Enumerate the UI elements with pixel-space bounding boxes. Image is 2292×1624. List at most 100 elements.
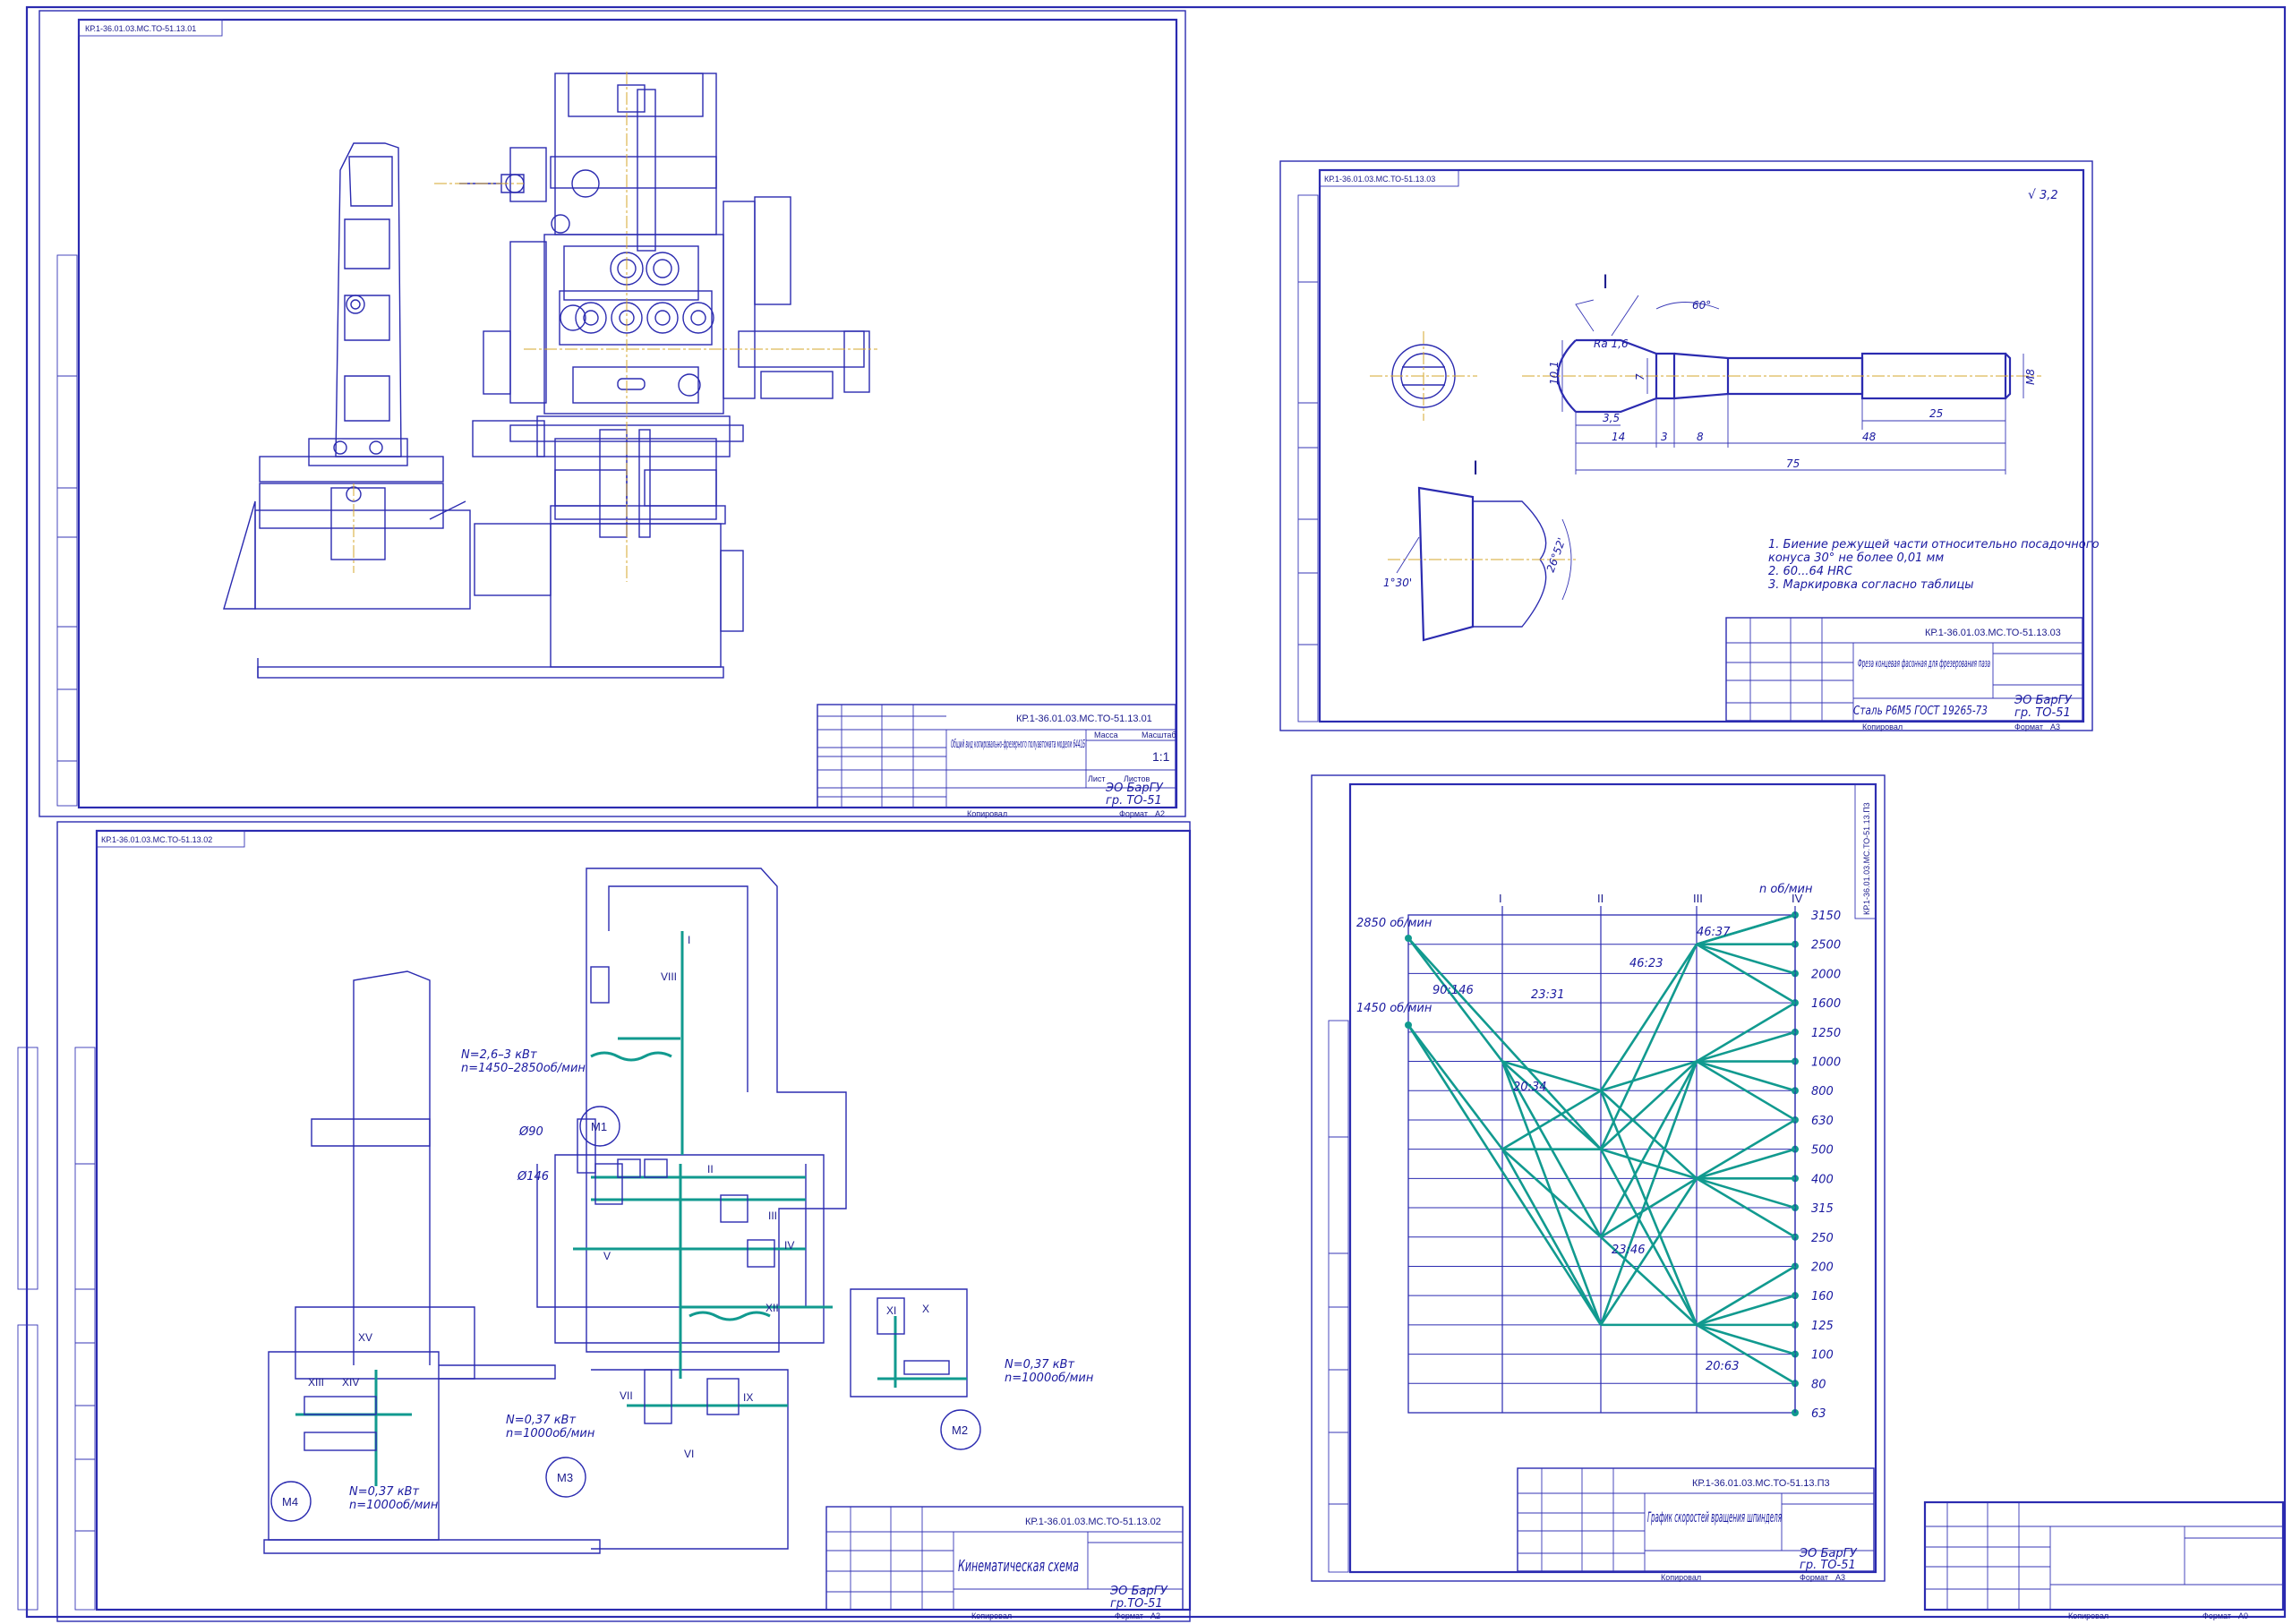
speed-unit-label: n об/мин (1759, 883, 1813, 896)
cutter-title-block-format-label: Формат (2014, 722, 2043, 731)
sheet-corner-code: КР.1-36.01.03.МС.ТО-51.13.01 (85, 24, 196, 33)
title-block-a0: Копировал Формат А0 (1923, 1500, 2285, 1620)
dim-angle-2: 1°30' (1383, 577, 1412, 589)
sheet-speed-chart: КР.1-36.01.03.МС.ТО-51.13.П3 31502500200… (1311, 774, 1886, 1582)
shaft-VII: VII (620, 1389, 633, 1402)
cutter-title-block-title: Фреза концевая фасонная для фрезерования… (1858, 657, 1990, 670)
shaft-XII: XII (765, 1302, 779, 1314)
shaft-XIII: XIII (308, 1376, 324, 1389)
speed-ray (1696, 1060, 1796, 1092)
title-block-sheet: Лист (1088, 774, 1106, 783)
shaft-III: III (768, 1209, 777, 1222)
view-mark-top: I (1603, 270, 1608, 293)
title-block-code: КР.1-36.01.03.МС.ТО-51.13.01 (1016, 714, 1152, 724)
title-block-speed-chart: КР.1-36.01.03.МС.ТО-51.13.П3 График скор… (1517, 1467, 1875, 1582)
speed-ray (1501, 1060, 1602, 1092)
a0-format: А0 (2238, 1611, 2248, 1620)
shaft-label: IV (1792, 892, 1803, 905)
motor-m2-speed: n=1000об/мин (1005, 1372, 1094, 1385)
title-block-format: А2 (1155, 809, 1165, 818)
speed-ray (1600, 1060, 1698, 1092)
shaft-VI: VI (684, 1448, 694, 1460)
sheet-kinematic: КР.1-36.01.03.МС.ТО-51.13.02 (17, 821, 1192, 1622)
dim-angle: 60° (1692, 299, 1711, 312)
speed-title-block-format-label: Формат (1800, 1573, 1828, 1582)
motor-m1: M1 (579, 1106, 620, 1147)
shaft-IX: IX (743, 1391, 753, 1404)
note-line-2: конуса 30° не более 0,01 мм (1768, 551, 1944, 565)
shaft-label: II (1597, 892, 1604, 905)
speed-ray (1600, 1148, 1698, 1180)
speed-ray (1501, 1060, 1602, 1150)
speed-tick-label: 100 (1811, 1349, 1834, 1363)
speed-ray (1696, 943, 1796, 975)
speed-ray (1599, 943, 1698, 1091)
speed-tick-label: 1000 (1811, 1056, 1841, 1070)
cutter-title-block-format: А3 (2050, 722, 2060, 731)
shaft-V: V (603, 1250, 611, 1262)
shaft-XV: XV (358, 1331, 372, 1344)
speed-ray (1696, 1060, 1796, 1122)
speed-ray (1696, 1323, 1796, 1385)
kinematic-title-block-org: ЭО БарГУ (1109, 1585, 1168, 1598)
speed-ray (1696, 1294, 1796, 1327)
speed-ray (1407, 937, 1504, 1063)
roughness-symbol: √ (2028, 188, 2036, 202)
speed-tick-label: 3150 (1811, 910, 1841, 923)
note-line-3: 2. 60...64 HRC (1768, 565, 1853, 578)
kinematic-title-block-copied: Копировал (971, 1611, 1012, 1620)
gear-ratio-label: 20:63 (1706, 1360, 1739, 1373)
speed-tick-label: 1600 (1811, 997, 1841, 1011)
speed-ray (1696, 943, 1796, 1004)
speed-title-block-format: А3 (1835, 1573, 1845, 1582)
speed-ray (1696, 1177, 1796, 1238)
kinematic-title-block-group: гр.ТО-51 (1110, 1597, 1163, 1611)
dim-l1: 3,5 (1603, 412, 1620, 424)
cutter-detail-view (1388, 486, 1576, 642)
note-line-1: 1. Биение режущей части относительно пос… (1768, 538, 2100, 551)
speed-ray (1599, 1177, 1698, 1326)
pulley-diameter-90: Ø90 (518, 1125, 543, 1139)
speed-title-block-title: График скоростей вращения шпинделя (1647, 1509, 1782, 1526)
dim-d2: 7 (1634, 373, 1646, 380)
speed-ray (1696, 1177, 1796, 1209)
cutter-title-block-code: КР.1-36.01.03.МС.ТО-51.13.03 (1925, 628, 2061, 638)
motor-speed-low: 1450 об/мин (1356, 1002, 1432, 1015)
speed-title-block-group: гр. ТО-51 (1800, 1559, 1856, 1572)
motor-m2: M2 (940, 1409, 981, 1450)
gear-ratio-label: 46:37 (1697, 926, 1731, 939)
title-block-group: гр. ТО-51 (1106, 794, 1162, 808)
gear-ratio-label: 23:31 (1531, 988, 1564, 1002)
shaft-X: X (922, 1303, 929, 1315)
motor-m4-speed: n=1000об/мин (349, 1499, 439, 1512)
speed-ray (1696, 913, 1796, 945)
machine-copy-stand (223, 142, 471, 610)
shaft-II: II (707, 1163, 714, 1175)
motor-m3: M3 (545, 1457, 586, 1498)
speed-tick-label: 80 (1811, 1378, 1826, 1391)
speed-tick-label: 2500 (1811, 939, 1841, 953)
dim-radius: Ra 1,6 (1594, 338, 1629, 350)
shaft-IV: IV (784, 1239, 794, 1252)
title-block-format-label: Формат (1119, 809, 1148, 818)
sheet-general-view: КР.1-36.01.03.МС.ТО-51.13.01 (38, 10, 1186, 818)
speed-tick-label: 400 (1811, 1173, 1834, 1186)
speed-ray (1696, 1323, 1796, 1355)
cutter-end-view (1370, 331, 1477, 421)
speed-tick-label: 1250 (1811, 1027, 1841, 1040)
speed-ray (1407, 1024, 1504, 1150)
kinematic-title-block-title: Кинематическая схема (958, 1557, 1079, 1576)
speed-ray (1696, 1265, 1796, 1326)
title-block-sheets: Листов (1124, 774, 1150, 783)
speed-ray (1696, 1030, 1796, 1063)
speed-ray (1599, 1149, 1698, 1326)
shaft-VIII: VIII (661, 970, 677, 983)
motor-m3-power: N=0,37 кВт (506, 1414, 576, 1427)
title-block-mass-header: Масса (1094, 731, 1118, 739)
speed-ray (1600, 1060, 1698, 1150)
kinematic-title-block-code: КР.1-36.01.03.МС.ТО-51.13.02 (1025, 1517, 1161, 1527)
speed-tick-label: 63 (1811, 1407, 1826, 1421)
speed-ray (1599, 944, 1698, 1150)
dim-l3: 3 (1661, 431, 1668, 443)
